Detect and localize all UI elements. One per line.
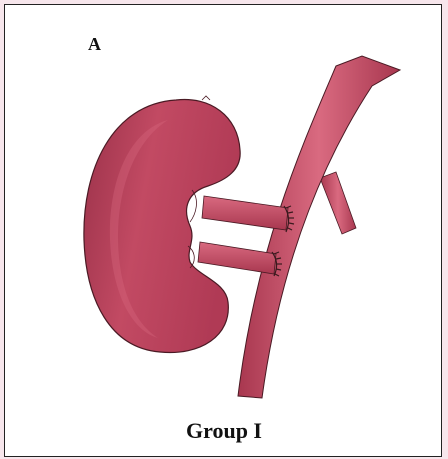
kidney <box>84 99 240 352</box>
lower-renal-vessel <box>198 242 276 274</box>
kidney-top-notch <box>202 96 210 100</box>
figure-caption: Group I <box>0 418 448 444</box>
vessel-side-branch <box>320 172 356 234</box>
upper-renal-vessel <box>202 196 288 230</box>
